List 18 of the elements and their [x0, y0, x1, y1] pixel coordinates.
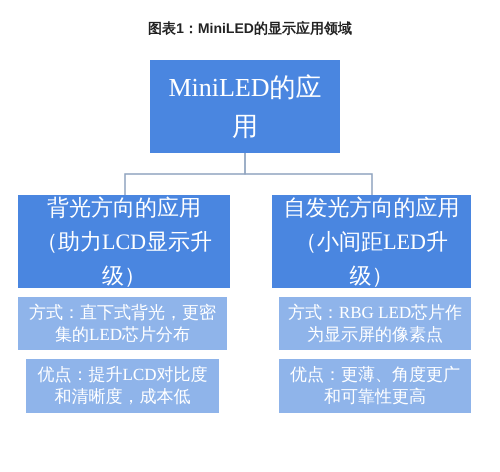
box-text: 背光方向的应用 — [47, 194, 201, 222]
detail-box — [279, 297, 471, 350]
detail-box — [26, 359, 219, 413]
box-text: （助力LCD显示升级） — [35, 228, 213, 290]
box-text: MiniLED的应用 — [167, 72, 323, 142]
detail-box — [18, 297, 227, 350]
box-text: 优点：更薄、角度更广和可靠性更高 — [289, 364, 461, 408]
category-box — [272, 195, 471, 288]
box-text: 自发光方向的应用 — [284, 194, 460, 222]
box-text: 方式：RBG LED芯片作为显示屏的像素点 — [287, 302, 463, 346]
chart-title: 图表1：MiniLED的显示应用领域 — [147, 19, 353, 38]
box-text: （小间距LED升级） — [294, 228, 449, 290]
box-text: 方式：直下式背光，更密集的LED芯片分布 — [28, 302, 217, 346]
root-box — [150, 60, 340, 153]
detail-box — [279, 359, 471, 413]
box-text: 优点：提升LCD对比度和清晰度，成本低 — [36, 364, 208, 408]
connector-line — [244, 153, 373, 195]
category-box — [18, 195, 230, 288]
